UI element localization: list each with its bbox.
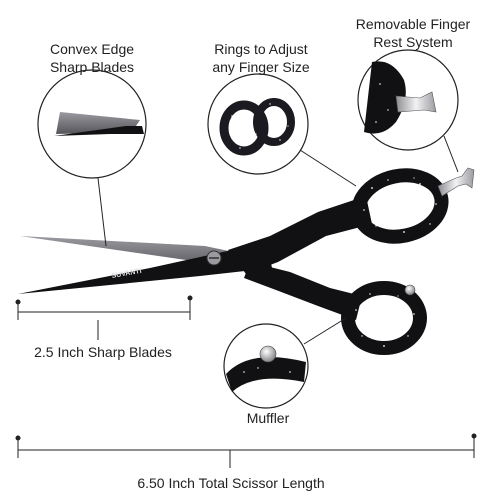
finger-rest — [437, 167, 475, 197]
convex-edge-line-2: Sharp Blades — [49, 59, 135, 75]
blade-length-label: 2.5 Inch Sharp Blades — [34, 344, 172, 360]
convex-edge-line-1: Convex Edge — [49, 41, 135, 57]
bottom-finger-ring — [341, 281, 427, 355]
sparkle-dots — [355, 177, 437, 347]
total-length-dimension — [15, 433, 477, 468]
convex-edge-label: Convex Edge Sharp Blades — [32, 40, 152, 76]
muffler-callout — [223, 317, 347, 409]
finger-rest-line-2: Rest System — [373, 34, 453, 50]
finger-rest-label: Removable Finger Rest System — [338, 15, 488, 51]
total-length-label: 6.50 Inch Total Scissor Length — [137, 475, 325, 491]
rings-line-1: Rings to Adjust — [214, 41, 308, 57]
lower-shank — [244, 262, 362, 320]
rings-line-2: any Finger Size — [212, 59, 310, 75]
finger-rest-callout — [357, 49, 459, 173]
rings-label: Rings to Adjust any Finger Size — [196, 40, 326, 76]
muffler-knob — [404, 284, 416, 296]
rings-callout — [207, 73, 357, 187]
finger-rest-line-1: Removable Finger — [355, 16, 471, 32]
upper-shank — [228, 196, 372, 274]
main-scissors: SUVANTI — [18, 167, 475, 355]
convex-blade-callout — [37, 69, 147, 247]
muffler-label: Muffler — [246, 410, 290, 426]
top-finger-ring — [351, 168, 449, 244]
blade-length-dimension — [15, 295, 193, 340]
